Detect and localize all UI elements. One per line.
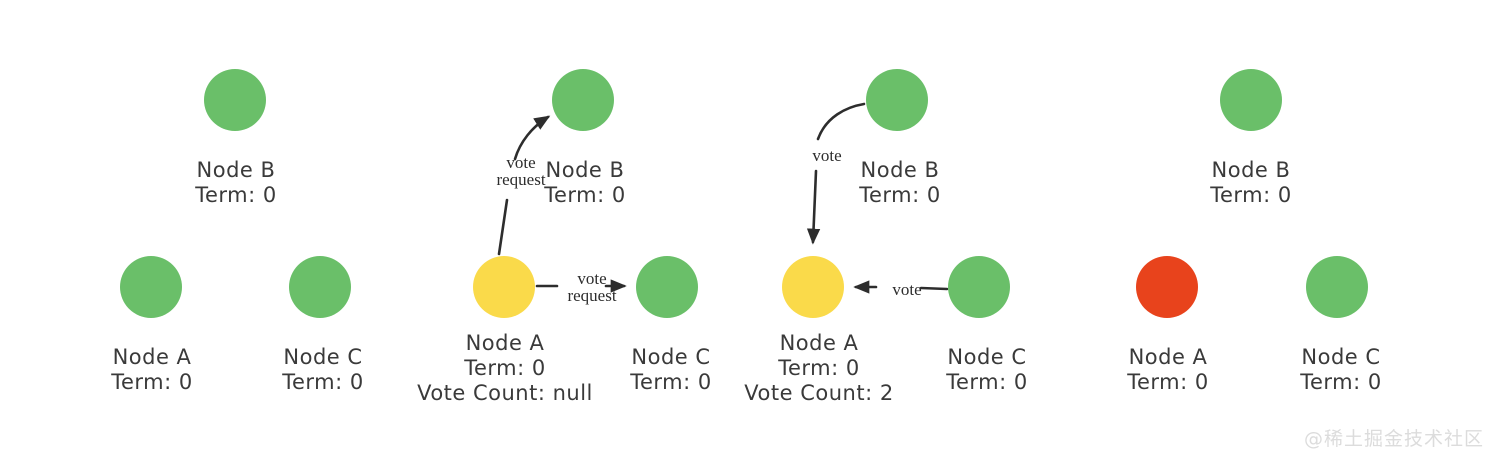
p1-node-b-circle	[204, 69, 266, 131]
node-term: Term: 0	[195, 183, 277, 207]
node-term: Term: 0	[630, 370, 712, 394]
node-name: Node C	[1301, 345, 1381, 369]
p3-node-a-circle	[782, 256, 844, 318]
node-term: Term: 0	[1210, 183, 1292, 207]
p2-node-c-circle	[636, 256, 698, 318]
node-vote-count: Vote Count: 2	[744, 381, 894, 405]
p3-node-c-label: Node C Term: 0	[877, 345, 1097, 395]
node-name: Node A	[779, 331, 859, 355]
p4-node-a-circle	[1136, 256, 1198, 318]
p3-node-b-circle	[866, 69, 928, 131]
p1-node-c-circle	[289, 256, 351, 318]
p3-node-c-circle	[948, 256, 1010, 318]
p4-node-a-label: Node A Term: 0	[1058, 345, 1278, 395]
p3-arrow-b-to-a-tail	[816, 102, 866, 141]
node-term: Term: 0	[778, 356, 860, 380]
p2-node-c-label: Node C Term: 0	[561, 345, 781, 395]
node-vote-count: Vote Count: null	[417, 381, 593, 405]
p2-node-b-circle	[552, 69, 614, 131]
node-name: Node C	[283, 345, 363, 369]
p2-node-a-label: Node A Term: 0 Vote Count: null	[395, 331, 615, 406]
node-name: Node B	[860, 158, 940, 182]
node-name: Node A	[1128, 345, 1208, 369]
p4-node-b-label: Node B Term: 0	[1141, 158, 1361, 208]
p2-arrow-a-to-b-tail	[497, 198, 509, 256]
p3-arrow-label-vote-from-c: vote	[892, 280, 922, 299]
node-term: Term: 0	[1127, 370, 1209, 394]
node-name: Node B	[545, 158, 625, 182]
p2-node-a-circle	[473, 256, 535, 318]
p1-node-b-label: Node B Term: 0	[126, 158, 346, 208]
node-name: Node A	[112, 345, 192, 369]
p4-node-c-circle	[1306, 256, 1368, 318]
p3-node-a-label: Node A Term: 0 Vote Count: 2	[709, 331, 929, 406]
node-term: Term: 0	[946, 370, 1028, 394]
node-name: Node C	[631, 345, 711, 369]
p4-node-b-circle	[1220, 69, 1282, 131]
p1-node-a-circle	[120, 256, 182, 318]
node-name: Node A	[465, 331, 545, 355]
node-term: Term: 0	[1300, 370, 1382, 394]
node-name: Node C	[947, 345, 1027, 369]
node-term: Term: 0	[464, 356, 546, 380]
node-term: Term: 0	[111, 370, 193, 394]
node-term: Term: 0	[282, 370, 364, 394]
p1-node-c-label: Node C Term: 0	[213, 345, 433, 395]
node-term: Term: 0	[859, 183, 941, 207]
p1-node-a-label: Node A Term: 0	[42, 345, 262, 395]
node-name: Node B	[196, 158, 276, 182]
p4-node-c-label: Node C Term: 0	[1231, 345, 1451, 395]
watermark: @稀土掘金技术社区	[1303, 428, 1484, 450]
p3-node-b-label: Node B Term: 0	[790, 158, 1010, 208]
p2-node-b-label: Node B Term: 0	[475, 158, 695, 208]
p3-arrow-label-vote-from-b: vote	[812, 146, 842, 165]
node-name: Node B	[1211, 158, 1291, 182]
p2-arrow-label-vote-request-to-c: vote request	[567, 269, 617, 305]
p2-arrow-label-vote-request-to-b: vote request	[496, 153, 546, 189]
node-term: Term: 0	[544, 183, 626, 207]
